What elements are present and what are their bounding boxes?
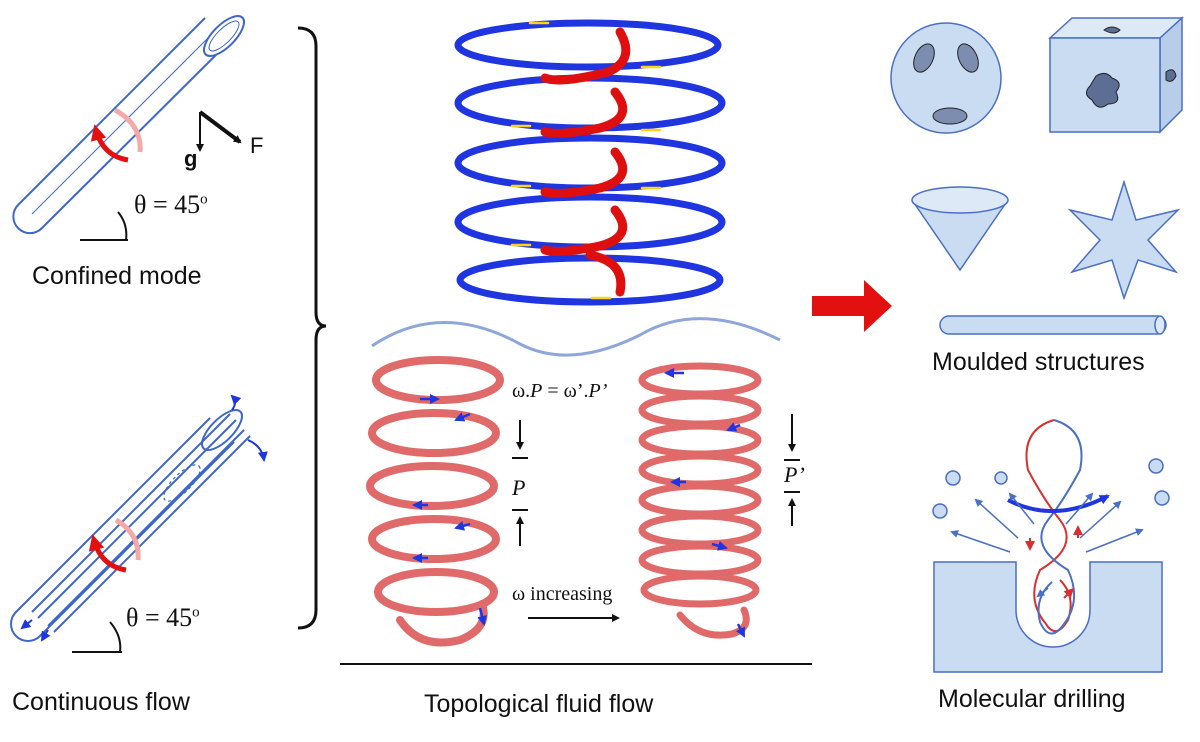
ejected-particles [932,458,1170,519]
pitch-left-label: P [512,475,526,500]
bracket [297,26,327,630]
confined-angle-label: θ = 45o [134,190,208,220]
drilling-rotation-arrow [1007,494,1110,514]
spiral-right [638,362,762,639]
cube-shape [1048,16,1184,134]
continuous-angle-text: θ = 45 [126,603,193,632]
transition-arrow [812,280,892,332]
moulded-structures-caption: Moulded structures [932,348,1145,376]
drilling-helix [1025,419,1083,635]
sphere-shape [890,22,1002,134]
molecular-drilling-caption: Molecular drilling [938,685,1126,713]
star-shape [1067,179,1181,301]
drilling-ejecta-arrows [950,492,1144,553]
rotation-arrow [90,124,129,163]
force-arrow [198,110,242,144]
angle-arc [117,211,128,241]
equation-part-c: = ω’. [542,380,589,402]
confined-angle-text: θ = 45 [134,190,201,219]
pitch-right-label: P’ [784,462,805,487]
continuous-tube [10,394,268,642]
cone-shape [911,186,1009,272]
drilling-substrate [933,561,1163,673]
pitch-indicator-left [512,420,528,546]
double-helix [454,19,726,306]
confined-gravity-label: g [184,146,198,171]
equation-part-a: ω. [512,380,531,402]
angle-arc-2 [109,621,122,653]
confined-force-label: F [250,133,264,158]
spiral-right-arrows [664,368,746,638]
rotation-arrow-faded-2 [114,517,141,561]
pitch-equation: ω.P = ω’.P’ [512,380,607,403]
continuous-angle-label: θ = 45o [126,603,200,633]
spiral-left [366,356,504,647]
pitch-indicator-right [784,414,800,526]
equation-part-b: P [530,380,543,402]
omega-increasing-label: ω increasing [512,583,613,605]
rotation-arrow-2 [88,534,127,573]
confined-mode-caption: Confined mode [32,262,202,290]
confined-angle-sup: o [200,191,208,208]
equation-part-d: P’ [588,380,608,402]
confined-tube [12,15,245,235]
topological-flow-caption: Topological fluid flow [424,690,654,718]
fluid-surface [371,317,781,357]
rotation-arrow-faded [113,107,143,153]
rod-shape [939,315,1167,335]
spiral-left-arrows [412,394,487,626]
continuous-flow-caption: Continuous flow [12,688,190,716]
continuous-angle-sup: o [192,604,200,621]
